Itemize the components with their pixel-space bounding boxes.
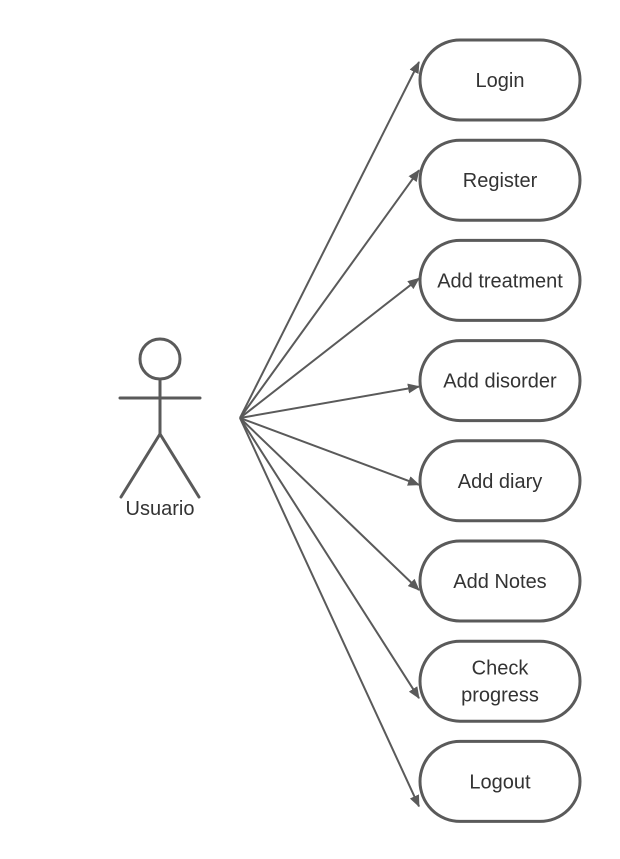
use-case-shape bbox=[418, 38, 582, 122]
use-case-add-treatment: Add treatment bbox=[418, 238, 582, 322]
association-login bbox=[239, 61, 420, 419]
use-case-logout: Logout bbox=[418, 739, 582, 823]
association-check-progress bbox=[239, 417, 420, 700]
association-add-disorder bbox=[239, 383, 420, 419]
use-case-shape bbox=[418, 639, 582, 723]
use-case-register: Register bbox=[418, 138, 582, 222]
use-case-add-notes: Add Notes bbox=[418, 539, 582, 623]
use-case-shape bbox=[418, 739, 582, 823]
association-add-notes bbox=[239, 417, 420, 591]
use-case-label: progress bbox=[461, 685, 539, 707]
association-register bbox=[239, 169, 420, 419]
actor-usuario: Usuario bbox=[118, 337, 202, 520]
use-case-label: Add diary bbox=[458, 471, 543, 493]
actor-left-leg bbox=[119, 432, 162, 499]
use-case-check-progress: Check progress bbox=[418, 639, 582, 723]
actor-head bbox=[138, 337, 182, 381]
association-add-treatment bbox=[239, 277, 420, 419]
use-case-label: Add disorder bbox=[443, 371, 557, 393]
use-case-label: Login bbox=[476, 70, 525, 92]
use-case-shape bbox=[418, 439, 582, 523]
use-case-add-disorder: Add disorder bbox=[418, 339, 582, 423]
use-case-shape bbox=[418, 339, 582, 423]
use-case-label: Add treatment bbox=[437, 270, 563, 292]
use-case-label: Add Notes bbox=[453, 571, 546, 593]
use-case-add-diary: Add diary bbox=[418, 439, 582, 523]
use-case-label: Check bbox=[472, 658, 530, 680]
use-case-shape bbox=[418, 138, 582, 222]
use-case-label: Register bbox=[463, 170, 538, 192]
association-add-diary bbox=[239, 417, 420, 486]
use-case-shape bbox=[418, 539, 582, 623]
use-case-shape bbox=[418, 238, 582, 322]
use-case-label: Logout bbox=[469, 771, 531, 793]
actor-right-leg bbox=[158, 432, 201, 499]
associations bbox=[239, 61, 420, 808]
use-case-login: Login bbox=[418, 38, 582, 122]
association-logout bbox=[239, 417, 420, 808]
actor-label: Usuario bbox=[126, 498, 195, 520]
